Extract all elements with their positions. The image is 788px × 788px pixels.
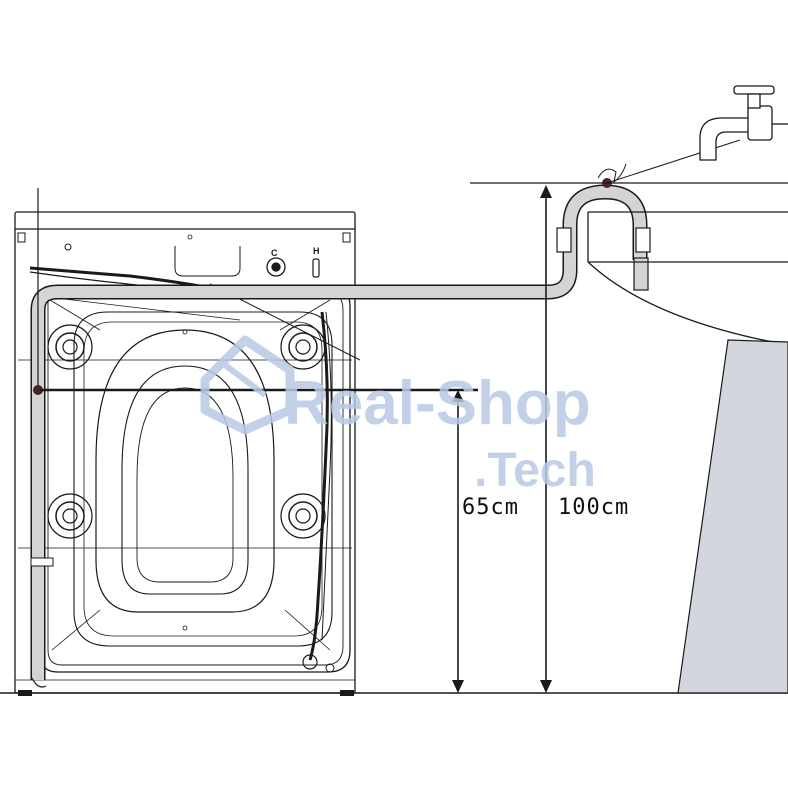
- clamp-marker-machine: [33, 385, 43, 395]
- shock-mount-top-left: [47, 324, 93, 370]
- sink: [470, 182, 788, 346]
- watermark-line1: Real-Shop: [284, 369, 591, 438]
- drain-hose: [30, 184, 651, 688]
- sink-pedestal: [677, 339, 788, 694]
- tie-cord: [606, 139, 741, 184]
- inlet-valve-hot: [312, 258, 320, 278]
- watermark-line2: .Tech: [474, 444, 596, 497]
- machine-cabinet: [14, 211, 356, 694]
- shock-mount-bottom-left: [47, 493, 93, 539]
- dimension-label-100cm: 100cm: [558, 495, 629, 520]
- hot-inlet-label: H: [313, 246, 320, 256]
- inlet-valve-cold: [266, 257, 286, 277]
- height-dimension-high: [540, 185, 552, 693]
- watermark: Real-Shop .Tech: [200, 335, 596, 497]
- watermark-logo-icon: [200, 335, 295, 435]
- hose-clip: [30, 557, 54, 567]
- hose-guide-right: [635, 227, 651, 253]
- hose-guide-left: [556, 227, 572, 253]
- hose-tie-strap: [597, 163, 627, 184]
- faucet: [699, 85, 788, 161]
- power-cable: [29, 266, 361, 670]
- cold-inlet-label: C: [271, 248, 278, 258]
- dimension-label-65cm: 65cm: [462, 495, 519, 520]
- shock-mount-bottom-right: [280, 493, 326, 539]
